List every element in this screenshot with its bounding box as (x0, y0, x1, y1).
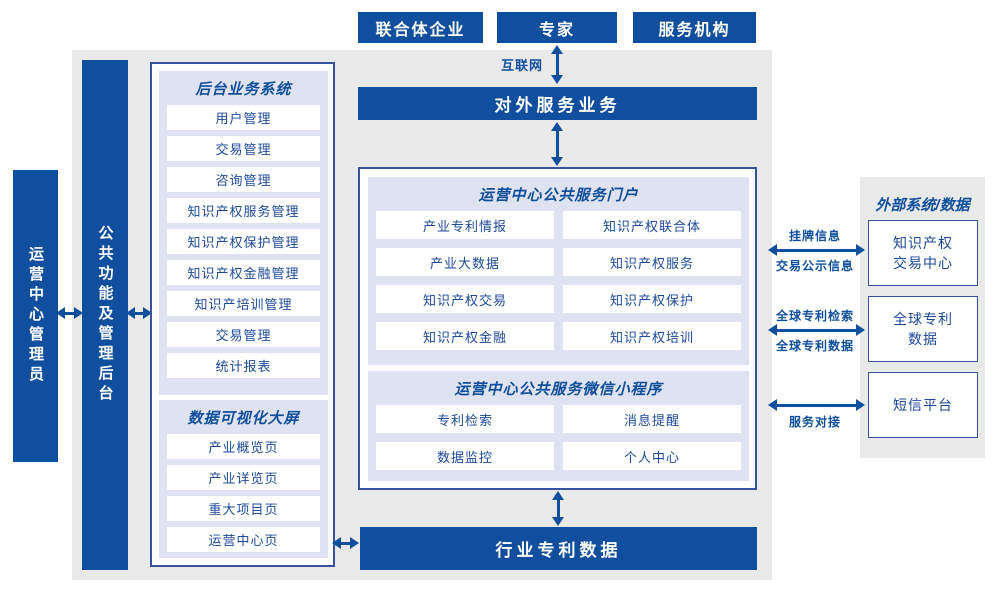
backend-system-panel: 后台业务系统 用户管理 交易管理 咨询管理 知识产权服务管理 知识产权保护管理 … (159, 71, 328, 395)
list-item: 统计报表 (167, 353, 320, 378)
list-item: 知识产权金融管理 (167, 260, 320, 285)
transaction-publicity-label: 交易公示信息 (775, 259, 854, 273)
list-item: 产业详览页 (167, 465, 320, 490)
arrow-portal-patentdata-icon (551, 491, 565, 526)
list-item: 知识产权服务管理 (167, 198, 320, 223)
list-item: 知识产权培训 (563, 322, 741, 350)
list-item: 咨询管理 (167, 167, 320, 192)
global-patent-data-box: 全球专利 数据 (868, 296, 978, 362)
panel-title: 数据可视化大屏 (187, 410, 300, 427)
list-item: 知识产权服务 (563, 248, 741, 276)
miniapp-item-grid: 专利检索 消息提醒 数据监控 个人中心 (368, 399, 749, 478)
list-item: 知识产权联合体 (563, 211, 741, 239)
arrow-internet-icon (550, 45, 564, 84)
arrow-listing-icon (768, 243, 865, 257)
actor-label: 服务机构 (658, 21, 731, 39)
global-patent-search-label: 全球专利检索 (775, 309, 854, 323)
list-item: 运营中心页 (167, 527, 320, 552)
list-item: 知识产权金融 (376, 322, 554, 350)
arrow-backend-panel-icon (126, 306, 152, 320)
listing-info-label: 挂牌信息 (788, 229, 841, 243)
list-item: 用户管理 (167, 105, 320, 130)
backoffice-outer-box: 后台业务系统 用户管理 交易管理 咨询管理 知识产权服务管理 知识产权保护管理 … (150, 62, 335, 567)
arrow-service-link-icon (768, 398, 865, 412)
public-service-portal-panel: 运营中心公共服务门户 产业专利情报 知识产权联合体 产业大数据 知识产权服务 知… (368, 177, 749, 365)
common-functions-bar: 公共功能及管理后台 (82, 60, 128, 570)
ip-trading-center-box: 知识产权 交易中心 (868, 220, 978, 286)
dashboard-item-list: 产业概览页 产业详览页 重大项目页 运营中心页 (159, 428, 328, 560)
wechat-miniapp-panel: 运营中心公共服务微信小程序 专利检索 消息提醒 数据监控 个人中心 (368, 371, 749, 481)
panel-title: 后台业务系统 (195, 81, 292, 98)
list-item: 专利检索 (376, 405, 554, 433)
actor-experts: 专家 (497, 12, 617, 43)
arrow-service-portal-icon (550, 122, 564, 166)
list-item: 产业专利情报 (376, 211, 554, 239)
list-item: 消息提醒 (563, 405, 741, 433)
operations-center-outer-box: 运营中心公共服务门户 产业专利情报 知识产权联合体 产业大数据 知识产权服务 知… (358, 167, 757, 490)
list-item: 产业大数据 (376, 248, 554, 276)
bar-label: 行业专利数据 (495, 541, 622, 560)
vbar-label: 运营中心管理员 (27, 246, 44, 386)
vbar-label: 公共功能及管理后台 (96, 225, 114, 405)
list-item: 知识产培训管理 (167, 291, 320, 316)
list-item: 知识产权保护管理 (167, 229, 320, 254)
list-item: 个人中心 (563, 442, 741, 470)
arrow-admin-backend-icon (56, 306, 83, 320)
external-service-bar: 对外服务业务 (358, 87, 757, 120)
sms-platform-box: 短信平台 (868, 372, 978, 438)
external-systems-title: 外部系统/数据 (875, 197, 970, 214)
actor-label: 联合体企业 (375, 21, 466, 39)
list-item: 交易管理 (167, 322, 320, 347)
backend-item-list: 用户管理 交易管理 咨询管理 知识产权服务管理 知识产权保护管理 知识产权金融管… (159, 99, 328, 386)
actor-label: 专家 (538, 21, 575, 39)
list-item: 知识产权交易 (376, 285, 554, 313)
industry-patent-data-bar: 行业专利数据 (360, 527, 757, 570)
actor-service-agencies: 服务机构 (633, 12, 756, 43)
actor-consortium-enterprises: 联合体企业 (358, 12, 483, 43)
list-item: 知识产权保护 (563, 285, 741, 313)
portal-item-grid: 产业专利情报 知识产权联合体 产业大数据 知识产权服务 知识产权交易 知识产权保… (368, 205, 749, 358)
list-item: 产业概览页 (167, 434, 320, 459)
operations-admin-bar: 运营中心管理员 (13, 170, 58, 462)
arrow-dashboard-patentdata-icon (332, 536, 359, 550)
list-item: 重大项目页 (167, 496, 320, 521)
list-item: 交易管理 (167, 136, 320, 161)
panel-title: 运营中心公共服务门户 (478, 187, 639, 204)
dashboard-panel: 数据可视化大屏 产业概览页 产业详览页 重大项目页 运营中心页 (159, 400, 328, 558)
list-item: 数据监控 (376, 442, 554, 470)
bar-label: 对外服务业务 (494, 96, 621, 115)
panel-title: 运营中心公共服务微信小程序 (454, 381, 663, 398)
global-patent-data-label: 全球专利数据 (775, 339, 854, 353)
arrow-global-patent-icon (768, 323, 865, 337)
service-link-label: 服务对接 (788, 415, 841, 429)
internet-label: 互联网 (500, 58, 543, 73)
